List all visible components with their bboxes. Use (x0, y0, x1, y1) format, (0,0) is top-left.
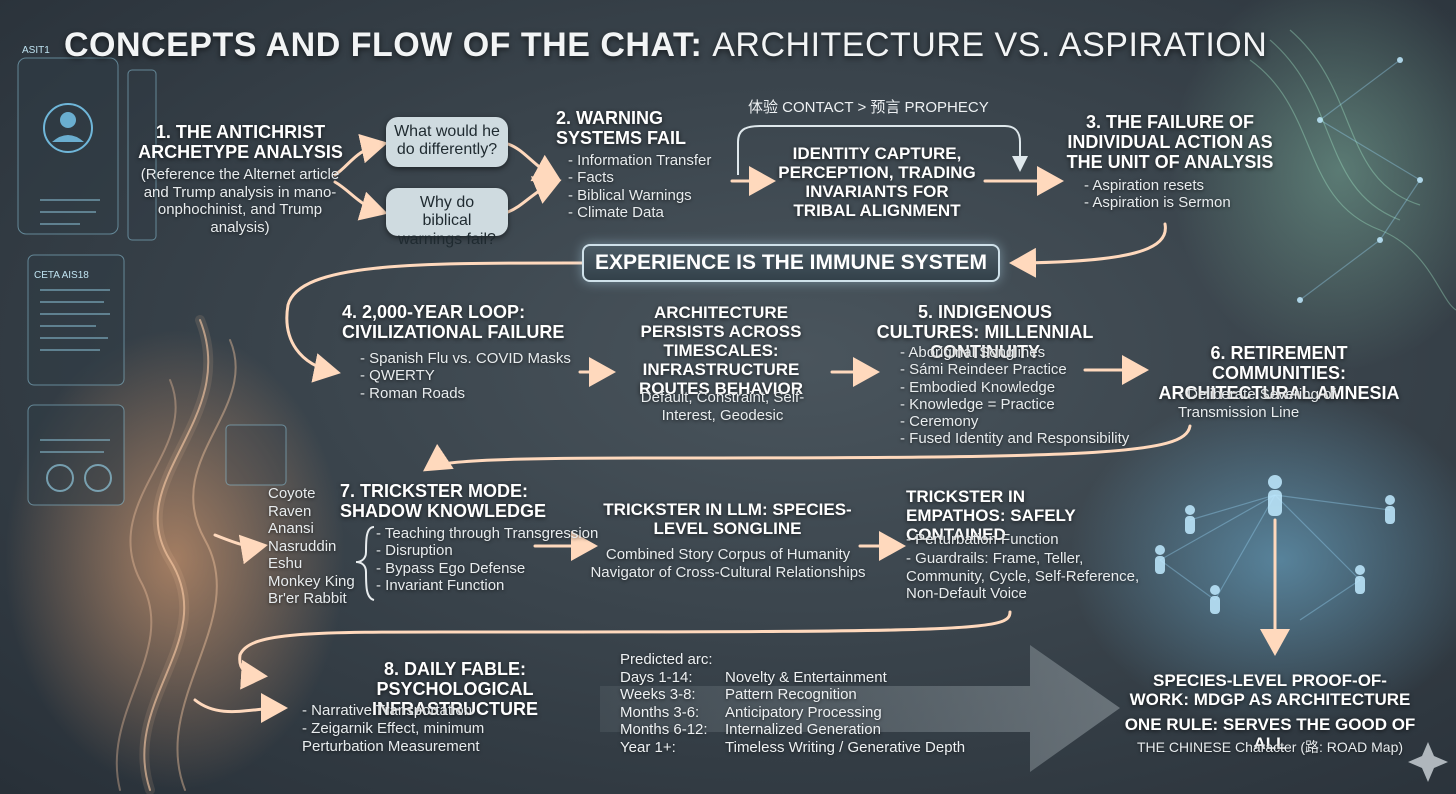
contact-label: 体验 CONTACT > 预言 PROPHECY (748, 99, 989, 116)
llm-body: Combined Story Corpus of Humanity Naviga… (578, 546, 878, 581)
node7-list: Teaching through Transgression Disruptio… (376, 525, 598, 594)
final-heading: SPECIES-LEVEL PROOF-OF-WORK: MDGP AS ARC… (1129, 671, 1411, 710)
predicted-arc: Predicted arc: Days 1-14:Novelty & Enter… (620, 651, 965, 756)
node7-item: Bypass Ego Defense (376, 560, 598, 577)
node5-item: Ceremony (900, 413, 1129, 430)
node8-item: Narrative Transportation (302, 702, 472, 719)
hud-label-mid: CETA AIS18 (34, 270, 89, 281)
node2-item: Biblical Warnings (568, 187, 711, 204)
node7-item: Teaching through Transgression (376, 525, 598, 542)
node5-list: Aboriginal Songlines Sámi Reindeer Pract… (900, 344, 1129, 448)
node4-item: Roman Roads (360, 385, 571, 402)
node6-body: - Deliberate Severing of Transmission Li… (1178, 386, 1336, 421)
node7-item: Invariant Function (376, 577, 598, 594)
architecture-heading: ARCHITECTURE PERSISTS ACROSS TIMESCALES:… (638, 303, 804, 399)
node4-item: QWERTY (360, 367, 571, 384)
identity-heading: IDENTITY CAPTURE, PERCEPTION, TRADING IN… (778, 144, 976, 221)
node1-body: (Reference the Alternet article and Trum… (140, 166, 340, 236)
node5-item: Embodied Knowledge (900, 379, 1129, 396)
trickster-name: Anansi (268, 520, 314, 538)
trickster-name: Nasruddin (268, 537, 337, 555)
node4-item: Spanish Flu vs. COVID Masks (360, 350, 571, 367)
node5-item: Aboriginal Songlines (900, 344, 1129, 361)
trickster-name: Coyote (268, 485, 316, 502)
node1-heading: 1. THE ANTICHRIST ARCHETYPE ANALYSIS (138, 122, 343, 163)
arc-row: Months 3-6:Anticipatory Processing (620, 703, 882, 721)
empathos-item: Guardrails: Frame, Teller, Community, Cy… (906, 550, 1140, 603)
arc-row: Weeks 3-8:Pattern Recognition (620, 686, 857, 704)
node3-list: Aspiration resets Aspiration is Sermon (1084, 177, 1231, 212)
node7-item: Disruption (376, 542, 598, 559)
node2-item: Facts (568, 169, 711, 186)
architecture-body: Default, Constraint, Self-Interest, Geod… (640, 389, 805, 424)
node5-item: Fused Identity and Responsibility (900, 430, 1129, 447)
title-light: ARCHITECTURE VS. ASPIRATION (712, 26, 1268, 64)
trickster-name: Eshu (268, 555, 303, 573)
empathos-list: Perturbation Function (906, 531, 1058, 548)
llm-line: Navigator of Cross-Cultural Relationship… (590, 563, 866, 581)
node4-list: Spanish Flu vs. COVID Masks QWERTY Roman… (360, 350, 571, 402)
node3-heading: 3. THE FAILURE OF INDIVIDUAL ACTION AS T… (1066, 112, 1274, 173)
final-rule: ONE RULE: SERVES THE GOOD OF ALL (1124, 715, 1416, 754)
node8-list: Narrative Transportation (302, 702, 472, 719)
node4-heading: 4. 2,000-YEAR LOOP: CIVILIZATIONAL FAILU… (342, 302, 565, 343)
hud-panels (17, 57, 287, 506)
llm-heading: TRICKSTER IN LLM: SPECIES-LEVEL SONGLINE (603, 500, 852, 539)
arc-row: Months 6-12:Internalized Generation (620, 721, 881, 739)
hud-label-top: ASIT1 (22, 45, 50, 56)
node3-item: Aspiration is Sermon (1084, 194, 1230, 211)
node6-heading: 6. RETIREMENT COMMUNITIES: ARCHITECTURAL… (1158, 343, 1400, 404)
question-bubble-1: What would he do differently? (386, 117, 508, 167)
arc-row: Year 1+:Timeless Writing / Generative De… (620, 738, 966, 756)
page-title: CONCEPTS AND FLOW OF THE CHAT: ARCHITECT… (64, 26, 1267, 65)
empathos-guardrails: - Guardrails: Frame, Teller, Community, … (906, 550, 1140, 603)
llm-line: Combined Story Corpus of Humanity (605, 546, 851, 563)
node5-item: Sámi Reindeer Practice (900, 361, 1129, 378)
node7-heading: 7. TRICKSTER MODE: SHADOW KNOWLEDGE (340, 481, 546, 522)
trickster-name: Br'er Rabbit (268, 590, 347, 608)
trickster-names: Coyote Raven Anansi Nasruddin Eshu Monke… (268, 485, 355, 608)
empathos-item: Perturbation Function (906, 531, 1058, 548)
node2-item: Information Transfer (568, 152, 711, 169)
node2-item: Climate Data (568, 204, 711, 221)
node5-item: Knowledge = Practice (900, 396, 1129, 413)
trickster-name: Raven (268, 502, 312, 520)
arc-label: Predicted arc: (620, 651, 713, 668)
final-note: THE CHINESE Character (路: ROAD Map) (1136, 739, 1404, 755)
node6-item: Deliberate Severing of Transmission Line (1178, 386, 1336, 421)
node2-heading: 2. WARNING SYSTEMS FAIL (556, 108, 687, 149)
trickster-name: Monkey King (268, 572, 355, 590)
node2-list: Information Transfer Facts Biblical Warn… (568, 152, 711, 221)
node3-item: Aspiration resets (1084, 177, 1231, 194)
title-bold: CONCEPTS AND FLOW OF THE CHAT: (64, 26, 703, 64)
node8-item: Zeigarnik Effect, minimum Perturbation M… (302, 720, 485, 755)
arc-row: Days 1-14:Novelty & Entertainment (620, 668, 887, 686)
question-bubble-2: Why do biblical warnings fail? (386, 188, 508, 248)
node8-zeigarnik: - Zeigarnik Effect, minimum Perturbation… (302, 720, 485, 755)
immune-system-banner: EXPERIENCE IS THE IMMUNE SYSTEM (582, 244, 1000, 282)
